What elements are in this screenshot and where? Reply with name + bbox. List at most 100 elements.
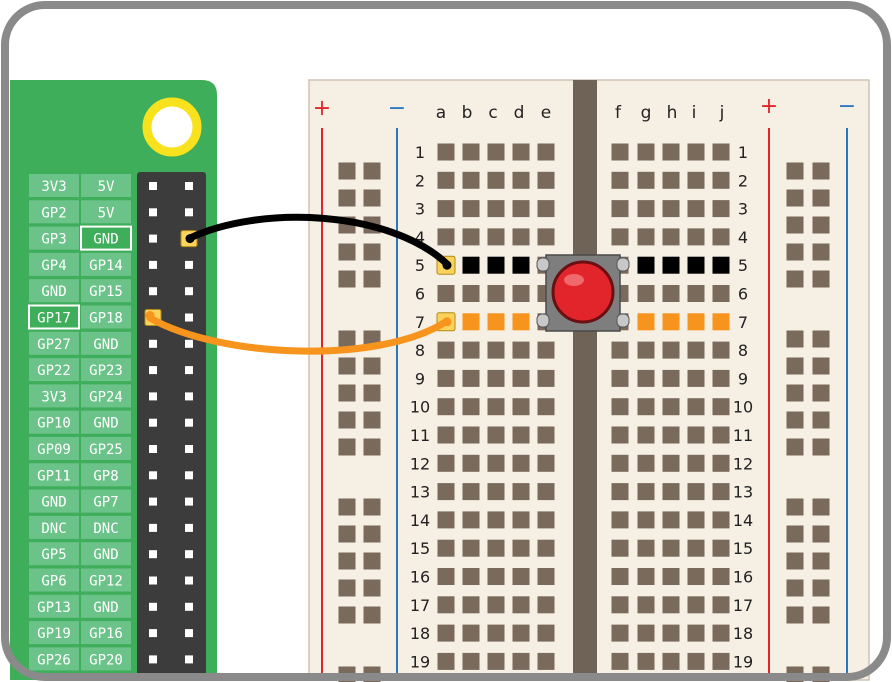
rail-hole[interactable] bbox=[338, 552, 356, 570]
breadboard-hole[interactable] bbox=[611, 568, 629, 585]
rail-hole[interactable] bbox=[363, 384, 381, 402]
rail-hole[interactable] bbox=[812, 606, 830, 624]
breadboard-hole[interactable] bbox=[687, 341, 705, 359]
breadboard-hole[interactable] bbox=[487, 143, 505, 161]
breadboard-hole[interactable] bbox=[537, 171, 555, 189]
breadboard-hole[interactable] bbox=[512, 171, 530, 189]
breadboard-hole[interactable] bbox=[611, 143, 629, 161]
rail-hole[interactable] bbox=[786, 189, 804, 207]
gpio-pin[interactable] bbox=[149, 576, 157, 585]
rail-hole[interactable] bbox=[338, 438, 356, 456]
rail-hole[interactable] bbox=[363, 552, 381, 570]
gpio-pin[interactable] bbox=[185, 523, 193, 532]
breadboard-hole[interactable] bbox=[712, 652, 730, 670]
wire-signal[interactable] bbox=[146, 314, 451, 355]
rail-hole[interactable] bbox=[363, 525, 381, 543]
gpio-pin[interactable] bbox=[185, 418, 193, 427]
rail-hole[interactable] bbox=[812, 270, 830, 288]
breadboard-hole[interactable] bbox=[487, 256, 505, 274]
rail-hole[interactable] bbox=[363, 498, 381, 516]
breadboard-hole[interactable] bbox=[437, 143, 455, 161]
breadboard-hole[interactable] bbox=[437, 285, 455, 302]
breadboard-hole[interactable] bbox=[462, 511, 480, 529]
breadboard-hole[interactable] bbox=[687, 454, 705, 472]
breadboard-hole[interactable] bbox=[462, 143, 480, 161]
rail-hole[interactable] bbox=[338, 525, 356, 543]
breadboard-hole[interactable] bbox=[537, 652, 555, 670]
gpio-pin[interactable] bbox=[185, 629, 193, 638]
breadboard-hole[interactable] bbox=[662, 596, 680, 614]
breadboard-hole[interactable] bbox=[437, 511, 455, 529]
breadboard-hole[interactable] bbox=[637, 568, 655, 585]
breadboard-hole[interactable] bbox=[611, 171, 629, 189]
breadboard-hole[interactable] bbox=[487, 398, 505, 416]
breadboard-hole[interactable] bbox=[462, 200, 480, 218]
breadboard-hole[interactable] bbox=[611, 483, 629, 501]
breadboard-hole[interactable] bbox=[487, 454, 505, 472]
breadboard-hole[interactable] bbox=[637, 256, 655, 274]
breadboard-hole[interactable] bbox=[662, 171, 680, 189]
breadboard-hole[interactable] bbox=[611, 624, 629, 642]
breadboard-hole[interactable] bbox=[687, 398, 705, 416]
gpio-pin[interactable] bbox=[149, 260, 157, 269]
rail-hole[interactable] bbox=[812, 162, 830, 180]
rail-hole[interactable] bbox=[786, 216, 804, 234]
rail-hole[interactable] bbox=[812, 189, 830, 207]
gpio-pin[interactable] bbox=[185, 260, 193, 269]
rail-hole[interactable] bbox=[786, 384, 804, 402]
breadboard-hole[interactable] bbox=[611, 511, 629, 529]
breadboard-hole[interactable] bbox=[662, 483, 680, 501]
push-button[interactable] bbox=[536, 254, 630, 332]
rail-hole[interactable] bbox=[338, 579, 356, 597]
breadboard-hole[interactable] bbox=[637, 454, 655, 472]
rail-hole[interactable] bbox=[338, 498, 356, 516]
breadboard-hole[interactable] bbox=[487, 200, 505, 218]
gpio-pin[interactable] bbox=[149, 287, 157, 296]
gpio-pin[interactable] bbox=[185, 313, 193, 322]
gpio-pin[interactable] bbox=[149, 182, 157, 190]
breadboard-hole[interactable] bbox=[637, 228, 655, 246]
rail-hole[interactable] bbox=[338, 606, 356, 624]
breadboard-hole[interactable] bbox=[437, 454, 455, 472]
breadboard-hole[interactable] bbox=[662, 511, 680, 529]
rail-hole[interactable] bbox=[786, 243, 804, 261]
rail-hole[interactable] bbox=[786, 525, 804, 543]
breadboard-hole[interactable] bbox=[437, 369, 455, 387]
breadboard-hole[interactable] bbox=[512, 454, 530, 472]
breadboard-hole[interactable] bbox=[687, 228, 705, 246]
gpio-pin[interactable] bbox=[185, 445, 193, 453]
breadboard-hole[interactable] bbox=[637, 511, 655, 529]
breadboard-hole[interactable] bbox=[712, 454, 730, 472]
breadboard-hole[interactable] bbox=[662, 568, 680, 585]
breadboard-hole[interactable] bbox=[512, 228, 530, 246]
breadboard-hole[interactable] bbox=[487, 511, 505, 529]
gpio-pin[interactable] bbox=[185, 392, 193, 401]
breadboard-hole[interactable] bbox=[487, 171, 505, 189]
breadboard-hole[interactable] bbox=[537, 454, 555, 472]
breadboard-hole[interactable] bbox=[487, 285, 505, 302]
rail-hole[interactable] bbox=[786, 270, 804, 288]
rail-hole[interactable] bbox=[786, 438, 804, 456]
breadboard-hole[interactable] bbox=[712, 539, 730, 557]
breadboard-hole[interactable] bbox=[687, 313, 705, 331]
gpio-pin[interactable] bbox=[149, 471, 157, 480]
breadboard-hole[interactable] bbox=[662, 228, 680, 246]
breadboard-hole[interactable] bbox=[637, 341, 655, 359]
rail-hole[interactable] bbox=[363, 270, 381, 288]
breadboard-hole[interactable] bbox=[512, 483, 530, 501]
breadboard-hole[interactable] bbox=[537, 539, 555, 557]
breadboard-hole[interactable] bbox=[662, 313, 680, 331]
breadboard-hole[interactable] bbox=[637, 624, 655, 642]
gpio-pin[interactable] bbox=[185, 366, 193, 375]
breadboard-hole[interactable] bbox=[637, 652, 655, 670]
gpio-pin[interactable] bbox=[185, 182, 193, 190]
rail-hole[interactable] bbox=[812, 330, 830, 348]
breadboard-hole[interactable] bbox=[712, 341, 730, 359]
breadboard-hole[interactable] bbox=[712, 398, 730, 416]
breadboard-hole[interactable] bbox=[487, 652, 505, 670]
gpio-pin[interactable] bbox=[149, 629, 157, 638]
breadboard-hole[interactable] bbox=[687, 285, 705, 302]
breadboard-hole[interactable] bbox=[462, 398, 480, 416]
breadboard-hole[interactable] bbox=[662, 200, 680, 218]
breadboard-hole[interactable] bbox=[662, 398, 680, 416]
